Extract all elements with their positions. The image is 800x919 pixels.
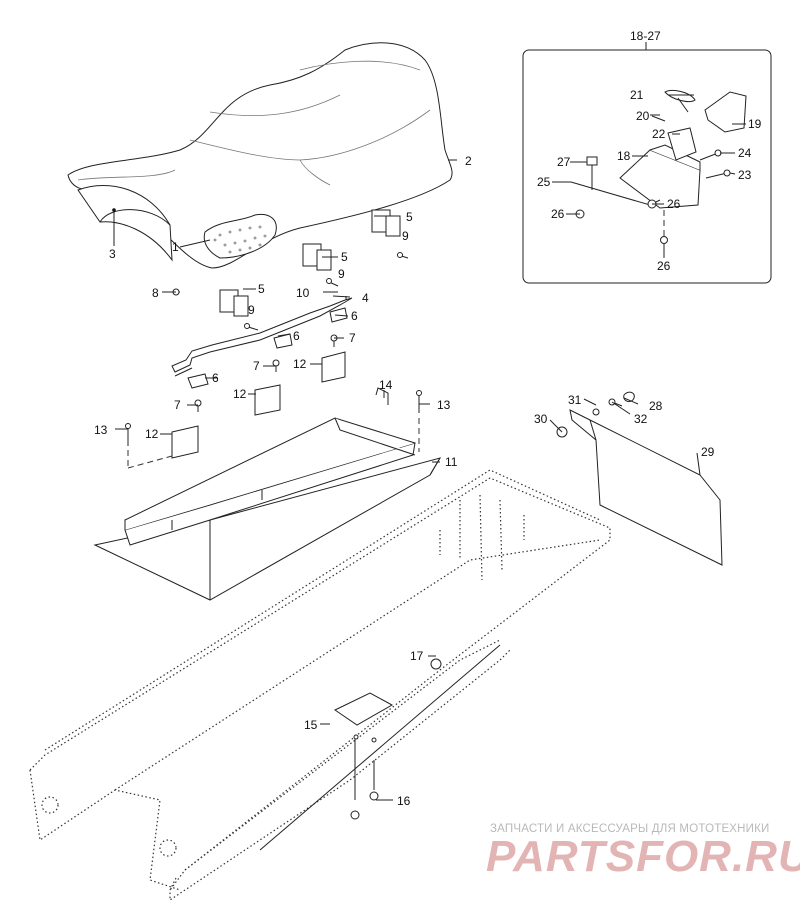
callout-31: 31	[568, 393, 582, 407]
chassis-tunnel	[29, 469, 611, 902]
callout-7c: 7	[174, 398, 181, 412]
hinge-brackets	[219, 209, 401, 317]
callout-9b: 9	[338, 267, 345, 281]
callout-15: 15	[304, 718, 318, 732]
callout-6b: 6	[293, 329, 300, 343]
callout-9c: 9	[402, 229, 409, 243]
callout-7a: 7	[349, 331, 356, 345]
callout-23: 23	[738, 168, 752, 182]
callout-13a: 13	[94, 423, 108, 437]
callout-13b: 13	[437, 398, 451, 412]
callout-4: 4	[362, 291, 369, 305]
callout-27: 27	[557, 155, 571, 169]
mounting-brackets	[171, 351, 346, 459]
inset-detail-box	[522, 42, 772, 284]
callout-26b: 26	[667, 197, 681, 211]
callout-22: 22	[652, 127, 666, 141]
callout-16: 16	[397, 794, 411, 808]
callout-19: 19	[748, 117, 762, 131]
inset-title: 18-27	[630, 29, 661, 43]
callout-25: 25	[537, 175, 551, 189]
callout-8: 8	[152, 286, 159, 300]
seat-assembly	[67, 42, 453, 269]
callout-18: 18	[617, 149, 631, 163]
seat-frame-rod	[171, 297, 353, 377]
callout-9a: 9	[248, 303, 255, 317]
callout-6a: 6	[351, 309, 358, 323]
leader-lines	[113, 94, 746, 801]
callout-12a: 12	[293, 357, 307, 371]
rod-clips	[187, 307, 348, 389]
watermark-tagline: ЗАПЧАСТИ И АКСЕССУАРЫ ДЛЯ МОТОТЕХНИКИ	[490, 823, 770, 835]
callout-21: 21	[630, 88, 644, 102]
callout-7b: 7	[253, 359, 260, 373]
callout-26a: 26	[551, 207, 565, 221]
callout-5b: 5	[341, 250, 348, 264]
callout-30: 30	[534, 412, 548, 426]
callout-12c: 12	[145, 427, 159, 441]
callout-24: 24	[738, 146, 752, 160]
callout-28: 28	[649, 399, 663, 413]
callout-11: 11	[445, 455, 458, 469]
callout-20: 20	[636, 109, 650, 123]
tunnel-fasteners	[350, 658, 442, 820]
callout-10: 10	[296, 286, 310, 300]
watermark-logo: PARTSFOR.RU	[486, 832, 800, 881]
callout-14: 14	[379, 378, 393, 392]
callout-29: 29	[701, 445, 715, 459]
callout-2: 2	[465, 154, 472, 168]
callout-6c: 6	[212, 371, 219, 385]
callout-12b: 12	[233, 387, 247, 401]
callout-5a: 5	[258, 282, 265, 296]
screws	[170, 252, 409, 412]
callout-3: 3	[109, 247, 116, 261]
callout-26c: 26	[657, 259, 671, 273]
callout-labels: 1 2 3 4 5 5 5 6 6 6 7 7 7 8 9 9 9 10 11 …	[94, 29, 762, 808]
callout-17: 17	[410, 649, 424, 663]
callout-5c: 5	[406, 210, 413, 224]
callout-32: 32	[634, 412, 648, 426]
storage-tray	[93, 417, 442, 601]
callout-1: 1	[172, 240, 179, 254]
